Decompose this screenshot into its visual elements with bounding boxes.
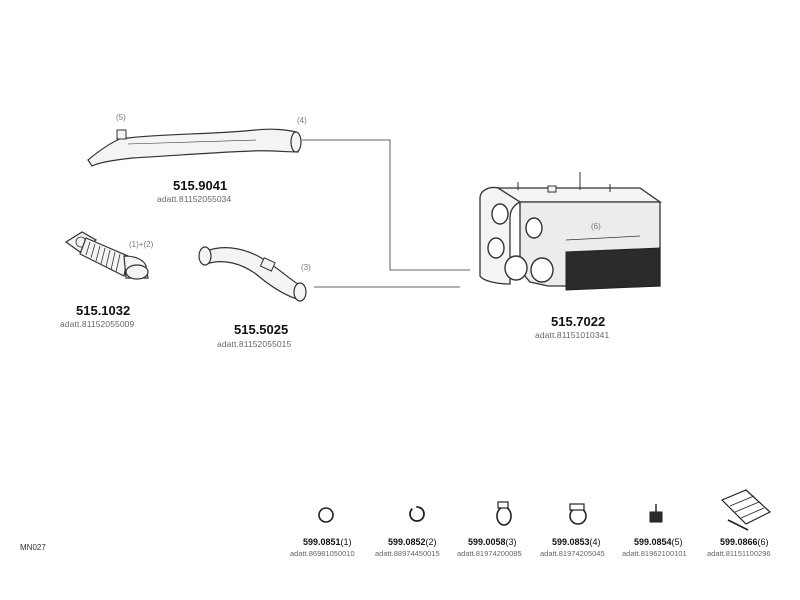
accessory-number[interactable]: 599.0852(2)	[388, 537, 437, 547]
accessory-ref: adatt.81962100101	[622, 549, 687, 558]
callout-1-2: (1)+(2)	[129, 240, 154, 249]
heat-shield-icon[interactable]	[720, 489, 772, 531]
silencer-drawing[interactable]	[479, 172, 663, 291]
accessory-number[interactable]: 599.0854(5)	[634, 537, 683, 547]
diagram-code: MN027	[20, 543, 46, 552]
part-number-515-7022[interactable]: 515.7022	[551, 314, 606, 329]
part-number-515-1032[interactable]: 515.1032	[76, 303, 131, 318]
accessory-ref: adatt.81974200085	[457, 549, 522, 558]
band-clamp-icon[interactable]	[496, 501, 512, 526]
bend-pipe-drawing[interactable]	[198, 246, 307, 302]
leader-lines	[302, 139, 470, 288]
callout-6: (6)	[591, 222, 601, 231]
accessory-ref: adatt.88974450015	[375, 549, 440, 558]
accessory-number[interactable]: 599.0866(6)	[720, 537, 769, 547]
clamp-ring-icon[interactable]	[318, 507, 334, 523]
part-ref-515-9041: adatt.81152055034	[157, 194, 232, 204]
accessory-ref: adatt.81151100296	[707, 549, 771, 558]
part-number-515-5025[interactable]: 515.5025	[234, 322, 289, 337]
accessory-number[interactable]: 599.0851(1)	[303, 537, 352, 547]
accessory-ref: adatt.81974205045	[540, 549, 605, 558]
bracket-clamp-icon[interactable]	[569, 503, 587, 525]
callout-5: (5)	[116, 113, 126, 122]
leader-line-4	[302, 139, 470, 271]
flex-ribs	[85, 241, 121, 273]
flex-pipe-drawing[interactable]	[64, 231, 149, 280]
part-ref-515-5025: adatt.81152055015	[217, 339, 292, 349]
accessory-icons	[318, 489, 772, 531]
accessory-number[interactable]: 599.0853(4)	[552, 537, 601, 547]
split-ring-icon[interactable]	[409, 504, 425, 522]
rubber-mount-icon[interactable]	[649, 504, 663, 523]
downpipe-long-drawing[interactable]	[87, 128, 302, 167]
part-ref-515-7022: adatt.81151010341	[535, 330, 610, 340]
part-number-515-9041[interactable]: 515.9041	[173, 178, 228, 193]
accessory-number[interactable]: 599.0058(3)	[468, 537, 517, 547]
callout-3: (3)	[301, 263, 311, 272]
callout-4: (4)	[297, 116, 307, 125]
part-ref-515-1032: adatt.81152055009	[60, 319, 135, 329]
accessory-ref: adatt.86981050010	[290, 549, 355, 558]
